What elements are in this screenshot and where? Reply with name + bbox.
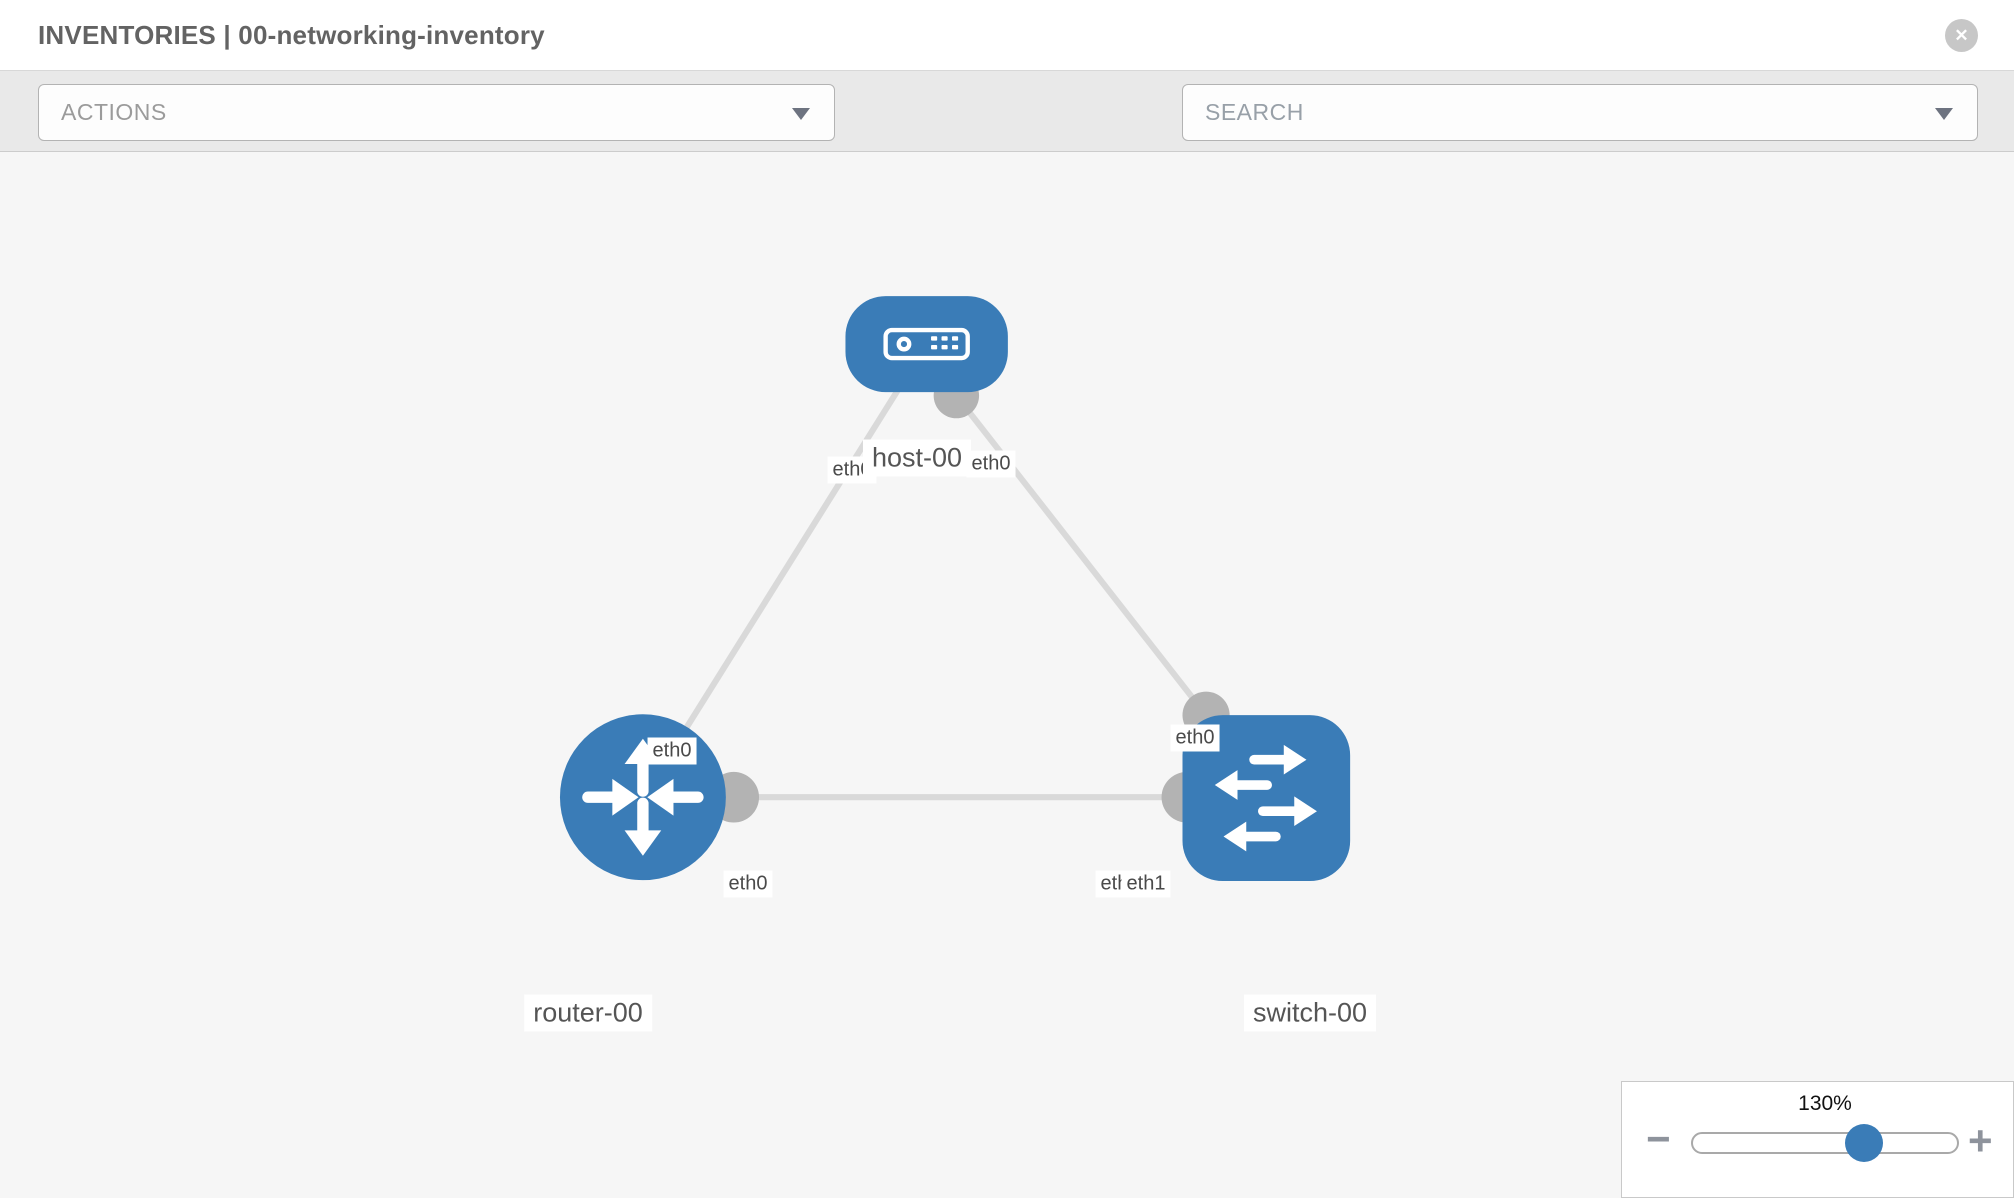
node-label-switch: switch-00 (1243, 994, 1377, 1032)
zoom-out-button[interactable]: − (1646, 1118, 1671, 1160)
switch-icon (1214, 744, 1317, 852)
interface-label-router-right-eth0: eth0 (723, 870, 773, 898)
topology-svg (559, 296, 1351, 882)
node-label-host: host-00 (862, 439, 972, 477)
minus-icon: − (1646, 1115, 1671, 1162)
topology-canvas[interactable]: host-00 router-00 switch-00 eth0 eth0 et… (0, 152, 2014, 1198)
link-host-switch[interactable] (953, 393, 1209, 718)
close-button[interactable]: ✕ (1945, 19, 1978, 52)
interface-label-switch-top-eth0: eth0 (1170, 724, 1220, 752)
search-box (1182, 84, 1978, 141)
actions-dropdown[interactable]: ACTIONS (38, 84, 835, 141)
interface-label-router-eth0: eth0 (647, 737, 697, 765)
search-input[interactable] (1183, 85, 1923, 140)
host-icon (883, 327, 970, 361)
plus-icon: + (1968, 1117, 1993, 1164)
node-switch[interactable] (1182, 715, 1351, 882)
node-label-router: router-00 (524, 994, 652, 1032)
close-icon: ✕ (1954, 26, 1969, 45)
zoom-in-button[interactable]: + (1968, 1120, 1993, 1162)
actions-dropdown-label: ACTIONS (61, 99, 167, 125)
page-title: INVENTORIES | 00-networking-inventory (38, 20, 545, 50)
toolbar: ACTIONS (0, 70, 2014, 201)
interface-label-switch-eth1: eth1 (1121, 870, 1171, 898)
node-host[interactable] (845, 296, 1008, 393)
zoom-level-value: 130% (1798, 1092, 1852, 1115)
zoom-panel: 130% − + (1621, 1081, 2014, 1198)
node-router[interactable] (559, 714, 726, 881)
search-dropdown-icon[interactable] (1935, 107, 1953, 120)
interface-label-host2-eth0: eth0 (966, 450, 1016, 478)
link-host-router[interactable] (640, 342, 930, 799)
zoom-slider[interactable] (1691, 1124, 1959, 1162)
breadcrumb-header: INVENTORIES | 00-networking-inventory ✕ (0, 0, 2014, 70)
chevron-down-icon (792, 107, 810, 120)
zoom-slider-handle[interactable] (1845, 1124, 1883, 1162)
